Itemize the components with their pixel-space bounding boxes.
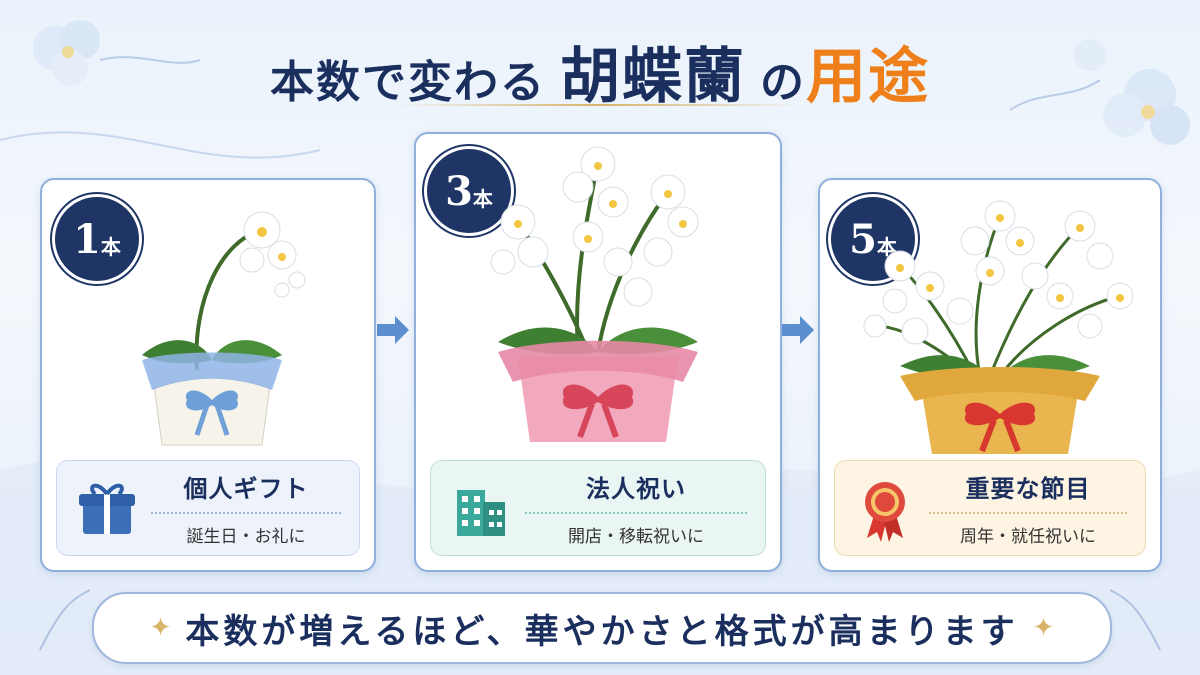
usage-title: 法人祝い — [586, 475, 686, 503]
count-number: 3 — [445, 167, 473, 215]
count-unit: 本 — [100, 234, 121, 259]
usage-title: 重要な節目 — [965, 475, 1091, 503]
usage-subtitle: 開店・移転祝いに — [568, 527, 704, 547]
count-unit: 本 — [876, 234, 897, 259]
title-part-1: 本数で変わる — [270, 57, 546, 108]
orchid-decoration-right — [1009, 39, 1190, 145]
banner-text: 本数が増えるほど、華やかさと格式が高まります — [185, 611, 1019, 652]
orchid-decoration-bottom — [39, 589, 1161, 651]
title-part-3: の — [760, 57, 806, 108]
building-icon — [457, 490, 505, 536]
usage-box: 重要な節目 周年・就任祝いに — [834, 460, 1146, 556]
title-underline — [395, 104, 805, 106]
count-unit: 本 — [472, 186, 493, 211]
usage-subtitle: 周年・就任祝いに — [960, 527, 1096, 547]
count-number: 5 — [849, 215, 877, 263]
rosette-award-icon — [865, 482, 905, 542]
gift-icon — [79, 483, 135, 534]
usage-box: 個人ギフト 誕生日・お礼に — [56, 460, 360, 556]
divider — [525, 512, 747, 514]
divider — [151, 512, 341, 514]
count-number: 1 — [73, 215, 101, 263]
sparkle-icon: ✦ — [149, 613, 172, 643]
divider — [929, 512, 1127, 514]
usage-subtitle: 誕生日・お礼に — [186, 527, 306, 547]
usage-title: 個人ギフト — [183, 475, 309, 503]
orchid-decoration-left — [33, 20, 201, 86]
orchid-pot-image — [863, 200, 1134, 454]
orchid-pot-image — [490, 146, 699, 442]
title-part-2: 胡蝶蘭 — [560, 42, 746, 112]
usage-box: 法人祝い 開店・移転祝いに — [430, 460, 766, 556]
page-title: 本数で変わる胡蝶蘭の用途 — [0, 28, 1200, 115]
arrow-right-icon — [377, 316, 409, 344]
sparkle-icon: ✦ — [1032, 613, 1055, 643]
summary-banner: ✦ 本数が増えるほど、華やかさと格式が高まります ✦ — [92, 592, 1112, 664]
title-part-4: 用途 — [806, 42, 930, 112]
arrow-right-icon — [782, 316, 814, 344]
orchid-pot-image — [142, 211, 306, 446]
